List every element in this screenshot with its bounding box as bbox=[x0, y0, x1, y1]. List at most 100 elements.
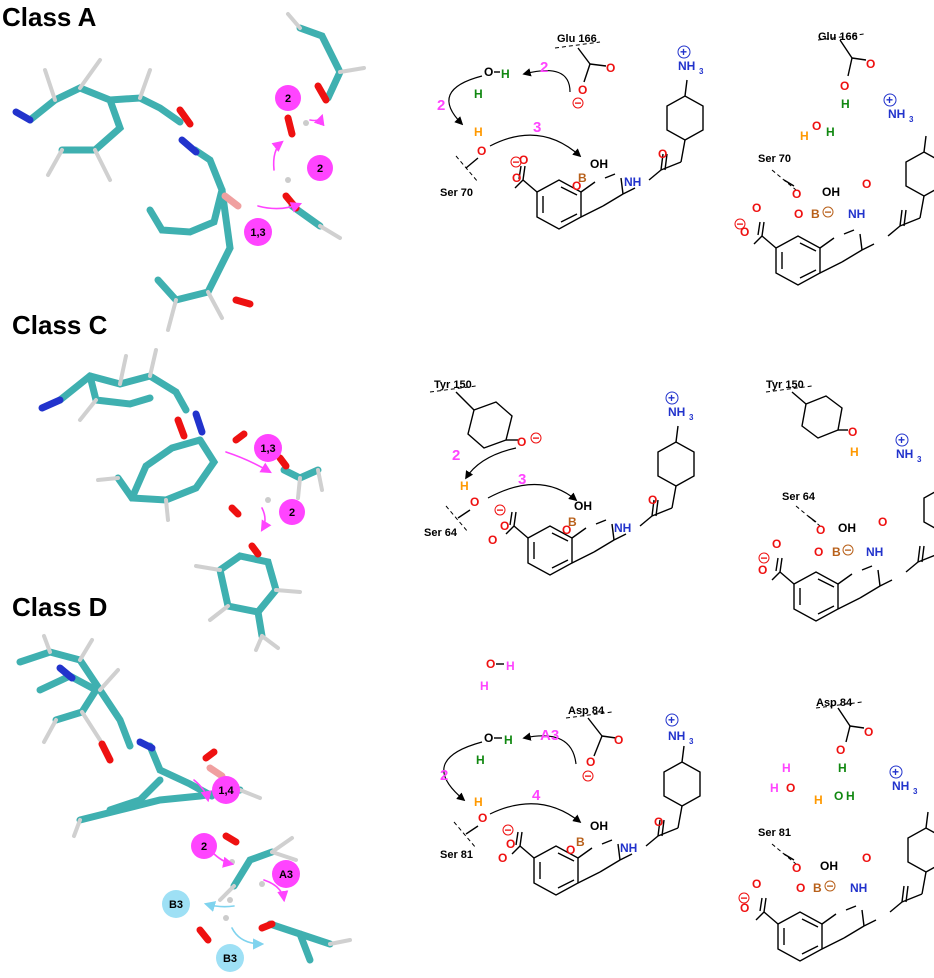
atom-carboxyl-o: O bbox=[758, 563, 767, 577]
atom-o: O bbox=[866, 57, 875, 71]
boronate-scaffold bbox=[505, 425, 695, 576]
atom-carboxyl-o: O bbox=[519, 153, 528, 167]
step-number: 2 bbox=[437, 97, 445, 114]
subscript-3: 3 bbox=[909, 115, 914, 124]
product-class-a: Glu 166 O O H O H H Ser 70 O O B − OH NH… bbox=[734, 31, 934, 286]
bubble-step bbox=[275, 85, 301, 111]
residue-ser64: Ser 64 bbox=[782, 491, 816, 503]
atom-ser-o: O bbox=[470, 495, 479, 509]
atom-water-o: O bbox=[834, 789, 843, 803]
atom-ser-o: O bbox=[816, 523, 825, 537]
atom-ring-o: O bbox=[572, 179, 581, 193]
atom-ser-o: O bbox=[477, 144, 486, 158]
atom-oh: OH bbox=[574, 499, 592, 513]
bubble-step bbox=[244, 218, 272, 246]
bubble-label: B3 bbox=[223, 953, 237, 965]
bubble-label: 2 bbox=[285, 93, 291, 105]
atom-h-green: H bbox=[476, 753, 485, 767]
charge-plus: + bbox=[668, 713, 675, 727]
step-number: 3 bbox=[518, 471, 526, 488]
atom-h-orange: H bbox=[460, 479, 469, 493]
mechanism-class-c: Tyr 150 O − 2 H O Ser 64 3 O B OH NH O O… bbox=[424, 379, 695, 576]
residue-tyr150: Tyr 150 bbox=[434, 379, 472, 391]
product-class-d: Asp 84 O O H O H H H H O Ser 81 O O B − … bbox=[738, 697, 934, 962]
charge-minus: − bbox=[513, 155, 520, 169]
atom-h-orange: H bbox=[814, 793, 823, 807]
atom-o: O bbox=[606, 61, 615, 75]
atom-ring-o: O bbox=[796, 881, 805, 895]
atom-boron: B bbox=[576, 835, 585, 849]
residue-ser70: Ser 70 bbox=[758, 153, 791, 165]
atom-carboxyl-o: O bbox=[500, 519, 509, 533]
atom-h-magenta: H bbox=[506, 659, 515, 673]
atom-h-green: H bbox=[841, 97, 850, 111]
atom-carboxyl-o: O bbox=[740, 901, 749, 915]
atom-amide-nh: NH bbox=[614, 521, 631, 535]
atom-amide-nh: NH bbox=[624, 175, 641, 189]
atom-amide-o: O bbox=[654, 815, 663, 829]
atom-h-orange: H bbox=[800, 129, 809, 143]
atom-ammonium: NH bbox=[896, 447, 913, 461]
atom-h-magenta: H bbox=[782, 761, 791, 775]
bubble-step bbox=[254, 434, 282, 462]
atom-o: O bbox=[864, 725, 873, 739]
atom-amide-o: O bbox=[862, 851, 871, 865]
atom-h-green: H bbox=[846, 789, 855, 803]
step-number: 4 bbox=[532, 787, 541, 804]
atom-boron: B bbox=[811, 207, 820, 221]
atom-boron: B bbox=[832, 545, 841, 559]
atom-amide-nh: NH bbox=[620, 841, 637, 855]
atom-ammonium: NH bbox=[678, 59, 695, 73]
charge-minus: − bbox=[827, 879, 834, 893]
bubble-label: 1,4 bbox=[218, 785, 234, 797]
subscript-3: 3 bbox=[689, 737, 694, 746]
atom-ring-o: O bbox=[566, 843, 575, 857]
stick-bubbles-class-c: 1,3 2 bbox=[254, 434, 305, 525]
atom-boron: B bbox=[568, 515, 577, 529]
charge-minus: − bbox=[585, 769, 592, 783]
residue-glu166: Glu 166 bbox=[818, 31, 858, 43]
charge-plus: + bbox=[886, 93, 893, 107]
subscript-3: 3 bbox=[699, 67, 704, 76]
charge-minus: − bbox=[825, 205, 832, 219]
atom-ring-o: O bbox=[794, 207, 803, 221]
panel-class-a: Class A bbox=[2, 2, 934, 332]
atom-oh: OH bbox=[822, 185, 840, 199]
residue-asp84: Asp 84 bbox=[816, 697, 853, 709]
bubble-label: 1,3 bbox=[260, 443, 275, 455]
charge-minus: − bbox=[761, 551, 768, 565]
charge-plus: + bbox=[668, 391, 675, 405]
subscript-3: 3 bbox=[913, 787, 918, 796]
residue-ser81: Ser 81 bbox=[440, 849, 473, 861]
bubble-label: 2 bbox=[317, 163, 323, 175]
atom-oh: OH bbox=[590, 157, 608, 171]
bubble-step bbox=[212, 776, 240, 804]
bubble-label: B3 bbox=[169, 899, 183, 911]
atom-o: O bbox=[578, 83, 587, 97]
step-number: A3 bbox=[540, 727, 559, 744]
charge-plus: + bbox=[680, 45, 687, 59]
residue-ser81: Ser 81 bbox=[758, 827, 791, 839]
step-number: 2 bbox=[452, 447, 460, 464]
atom-h-magenta: H bbox=[770, 781, 779, 795]
bubble-label: 2 bbox=[289, 507, 295, 519]
step-number: 2 bbox=[540, 59, 548, 76]
atom-oh: OH bbox=[820, 859, 838, 873]
atom-carboxyl-o: O bbox=[506, 837, 515, 851]
class-a-label: Class A bbox=[2, 2, 97, 32]
bubble-step bbox=[216, 944, 244, 972]
charge-plus: + bbox=[892, 765, 899, 779]
bubble-step bbox=[307, 155, 333, 181]
atom-h-orange: H bbox=[850, 445, 859, 459]
atom-h-green: H bbox=[838, 761, 847, 775]
atom-carboxyl-o: O bbox=[498, 851, 507, 865]
residue-tyr150: Tyr 150 bbox=[766, 379, 804, 391]
atom-water-o: O bbox=[812, 119, 821, 133]
subscript-3: 3 bbox=[917, 455, 922, 464]
panel-class-d: Class D bbox=[12, 592, 934, 972]
atom-amide-nh: NH bbox=[850, 881, 867, 895]
atom-h-green: H bbox=[501, 67, 510, 81]
residue-glu166: Glu 166 bbox=[557, 33, 597, 45]
subscript-3: 3 bbox=[689, 413, 694, 422]
